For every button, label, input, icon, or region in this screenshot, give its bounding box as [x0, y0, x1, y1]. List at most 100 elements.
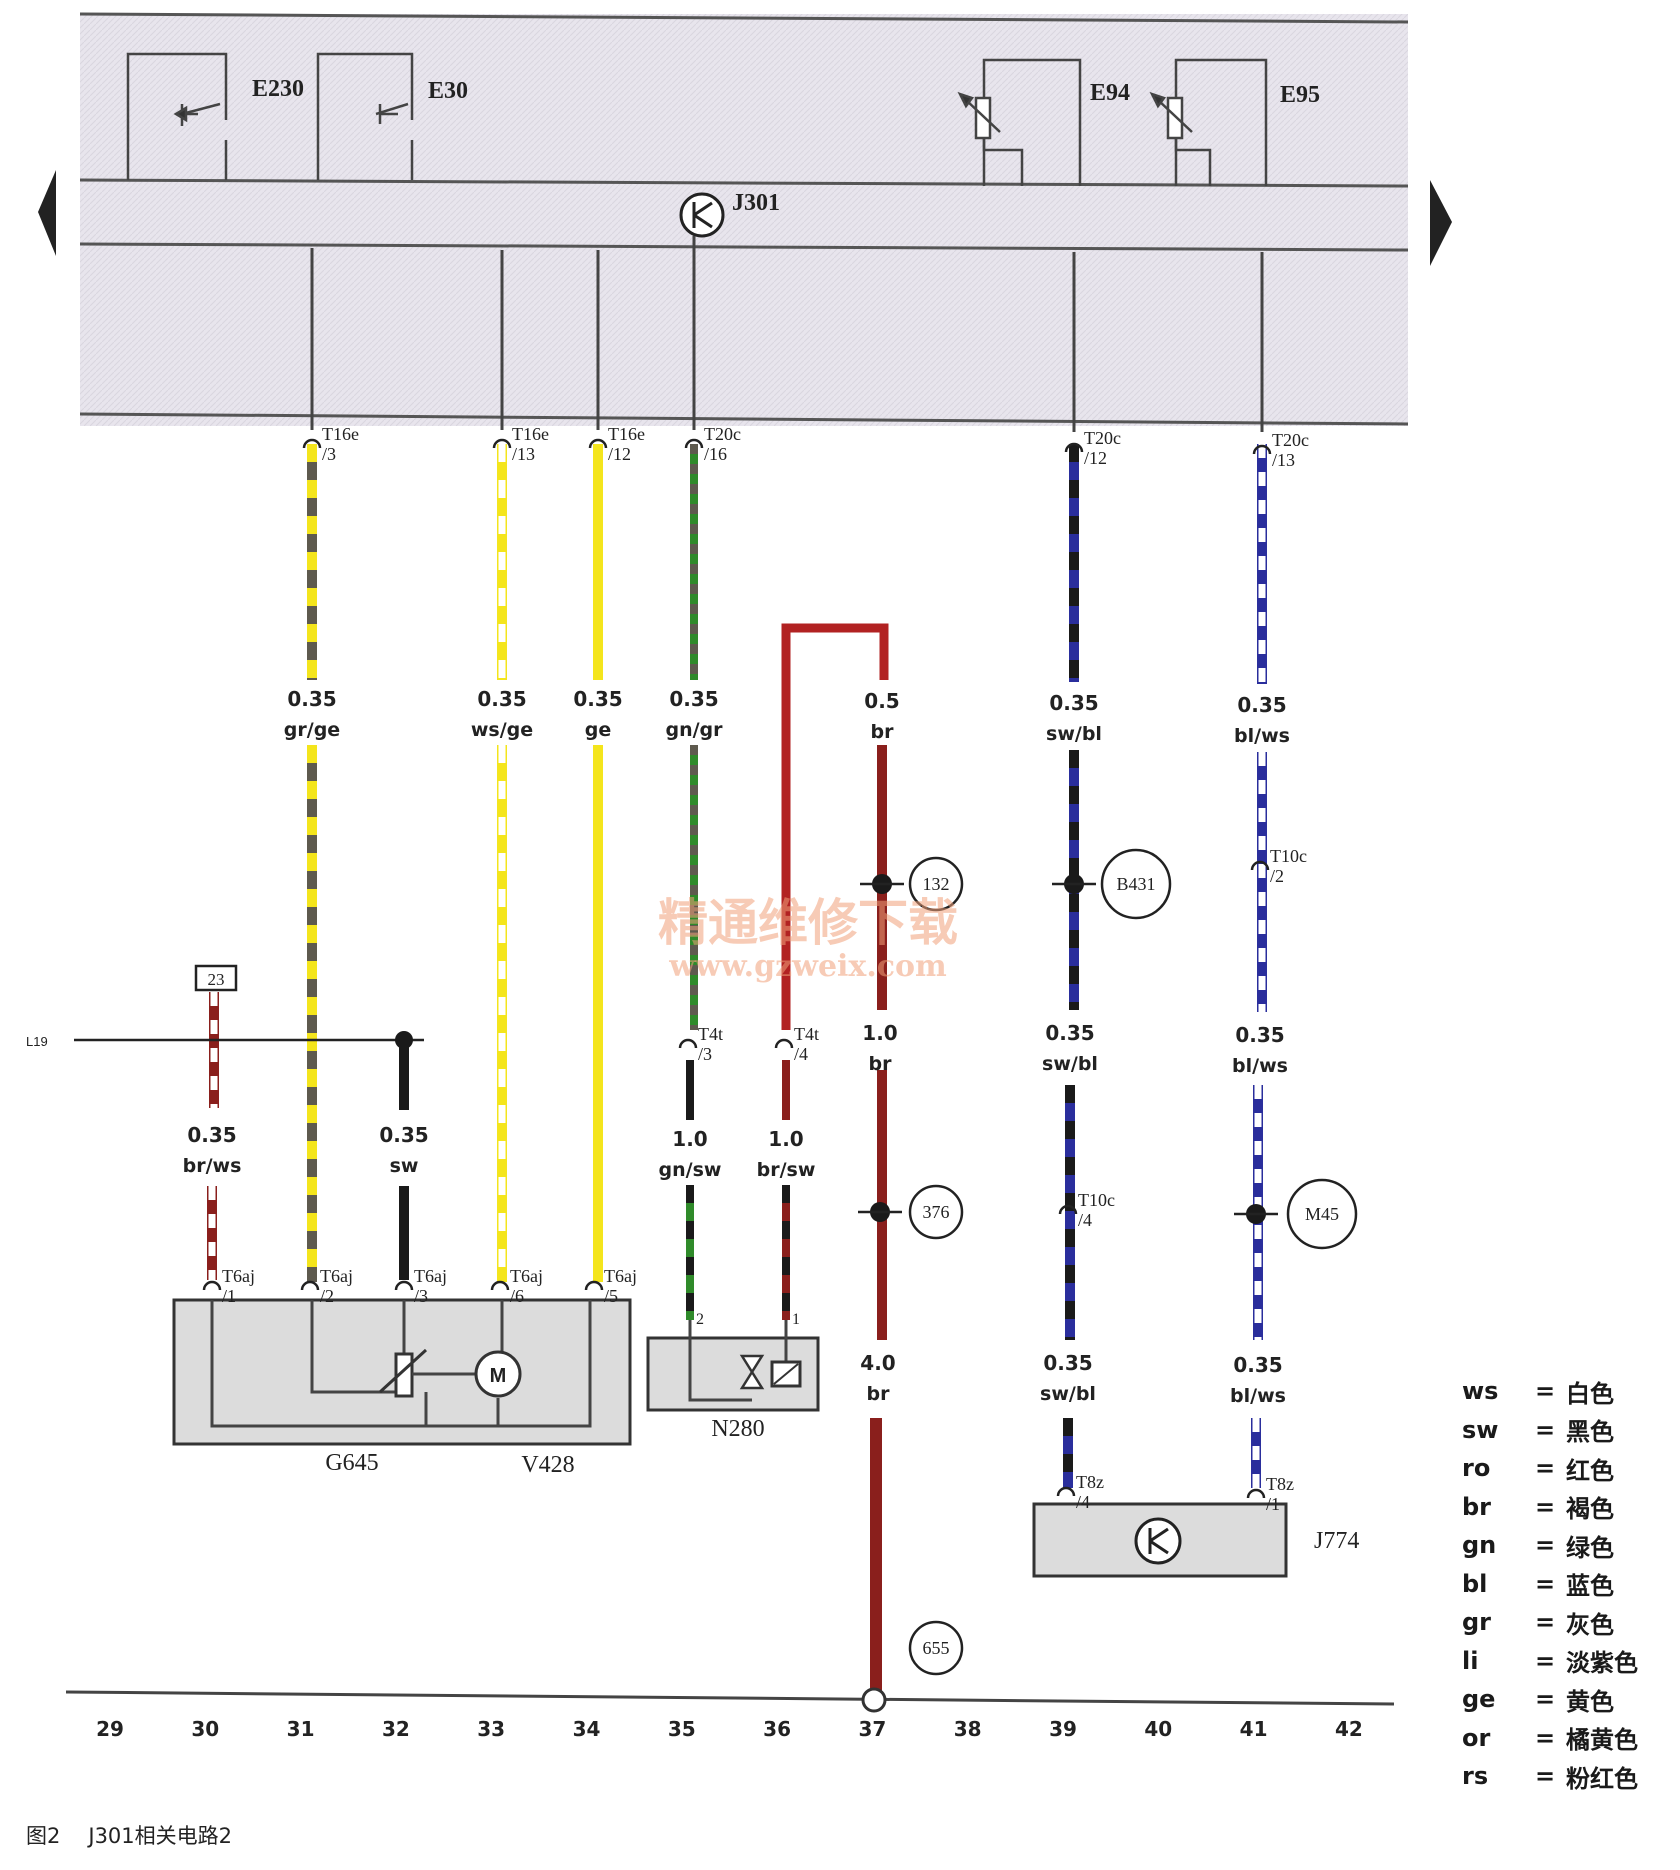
wire-size-label: 1.0: [768, 1127, 803, 1151]
ground-ref-label: L19: [26, 1034, 48, 1049]
connector-pin: /4: [1076, 1492, 1090, 1512]
connector-name: T10c: [1270, 846, 1307, 866]
legend-equals: =: [1534, 1415, 1556, 1444]
wire-color-label: sw: [390, 1155, 419, 1177]
connector-mark: [1058, 1204, 1078, 1215]
splice-ref-circle: [1286, 1178, 1358, 1250]
n280-label: N280: [711, 1416, 764, 1442]
connector-name: T6aj: [604, 1266, 637, 1286]
legend-color-name: 褐色: [1566, 1495, 1614, 1524]
wire-color-label: bl/ws: [1232, 1055, 1288, 1077]
connector-pin: /1: [1266, 1494, 1280, 1514]
grid-number: 29: [96, 1717, 124, 1741]
j301-panel: [79, 12, 1409, 426]
connector-pin: /3: [414, 1286, 428, 1306]
legend-row: ro=红色: [1462, 1449, 1677, 1488]
grid-number: 40: [1144, 1717, 1172, 1741]
connector-name: T4t: [794, 1024, 819, 1044]
legend-equals: =: [1534, 1569, 1556, 1598]
wire-color-label: ge: [585, 719, 612, 741]
legend-color-name: 橘黄色: [1566, 1726, 1638, 1755]
legend-equals: =: [1534, 1762, 1556, 1791]
connector-pin: /2: [1270, 866, 1284, 886]
connector-name: T16e: [608, 424, 645, 444]
legend-code: ge: [1462, 1685, 1496, 1714]
nav-right-arrow-icon: [1430, 180, 1452, 266]
watermark-line1: 精通维修下载: [658, 893, 958, 952]
e94-resistor: [957, 58, 1082, 186]
wire-color-label: gn/gr: [665, 719, 723, 741]
nav-left-arrow-icon: [38, 170, 56, 256]
connector-name: T6aj: [510, 1266, 543, 1286]
splice-ref-circle: [908, 1184, 964, 1240]
e30-switch: [316, 52, 414, 180]
legend-code: br: [1462, 1492, 1492, 1521]
legend-code: ws: [1462, 1377, 1499, 1406]
wire-color-label: br: [867, 1383, 891, 1405]
legend-code: bl: [1462, 1569, 1488, 1598]
connector-pin: /1: [222, 1286, 236, 1306]
legend-equals: =: [1534, 1685, 1556, 1714]
connector-mark: [492, 438, 512, 449]
legend-row: li=淡紫色: [1462, 1642, 1677, 1681]
connector-pin: /5: [604, 1286, 618, 1306]
legend-code: rs: [1462, 1762, 1489, 1791]
wire-size-label: 0.35: [287, 687, 336, 711]
legend-row: or=橘黄色: [1462, 1719, 1677, 1758]
connector-mark: [1250, 860, 1270, 871]
grid-number: 42: [1335, 1717, 1363, 1741]
wire-size-label: 4.0: [860, 1351, 895, 1375]
legend-color-name: 蓝色: [1566, 1572, 1614, 1601]
legend-row: gn=绿色: [1462, 1526, 1677, 1565]
legend-code: gn: [1462, 1531, 1497, 1560]
connector-mark: [1246, 1488, 1266, 1499]
legend-row: ws=白色: [1462, 1372, 1677, 1411]
connector-mark: [302, 438, 322, 449]
legend-color-name: 灰色: [1566, 1610, 1614, 1639]
legend-code: sw: [1462, 1415, 1499, 1444]
wire-size-label: 0.35: [1235, 1023, 1284, 1047]
wire-color-label: ws/ge: [471, 719, 533, 741]
legend-equals: =: [1534, 1723, 1556, 1752]
connector-mark: [490, 1280, 510, 1291]
legend-row: ge=黄色: [1462, 1680, 1677, 1719]
g645-label: G645: [325, 1450, 378, 1476]
grid-number: 39: [1049, 1717, 1077, 1741]
connector-name: T20c: [1084, 428, 1121, 448]
wire-size-label: 1.0: [862, 1021, 897, 1045]
connector-pin: /4: [1078, 1210, 1092, 1230]
connector-pin: /6: [510, 1286, 524, 1306]
connector-mark: [300, 1280, 320, 1291]
connector-pin: /12: [1084, 448, 1107, 468]
connector-mark: [1056, 1486, 1076, 1497]
figure-number: 图2: [26, 1824, 61, 1848]
wire-size-label: 0.35: [573, 687, 622, 711]
e230-switch: [126, 52, 228, 180]
legend-color-name: 淡紫色: [1566, 1649, 1638, 1678]
splice-ref-label: B431: [1116, 874, 1155, 894]
connector-name: T6aj: [222, 1266, 255, 1286]
connector-mark: [202, 1280, 222, 1291]
connector-marks: [202, 438, 1272, 1499]
n280-box: [646, 1320, 820, 1412]
wire-color-label: sw/bl: [1046, 723, 1102, 745]
wire-color-label: gn/sw: [659, 1159, 722, 1181]
grid-number: 35: [668, 1717, 696, 1741]
grid-number: 34: [573, 1717, 601, 1741]
wire-color-label: sw/bl: [1042, 1053, 1098, 1075]
wire-size-label: 0.35: [1049, 691, 1098, 715]
grid-number: 36: [763, 1717, 791, 1741]
wire-size-label: 0.35: [1237, 693, 1286, 717]
connector-mark: [394, 1280, 414, 1291]
connector-name: T6aj: [414, 1266, 447, 1286]
e95-label: E95: [1280, 82, 1320, 108]
legend-row: br=褐色: [1462, 1488, 1677, 1527]
connector-mark: [1064, 442, 1084, 453]
legend-code: gr: [1462, 1608, 1492, 1637]
connector-name: T8z: [1076, 1472, 1104, 1492]
connector-name: T16e: [322, 424, 359, 444]
ground-bus: [65, 1690, 1395, 1706]
e94-label: E94: [1090, 80, 1130, 106]
